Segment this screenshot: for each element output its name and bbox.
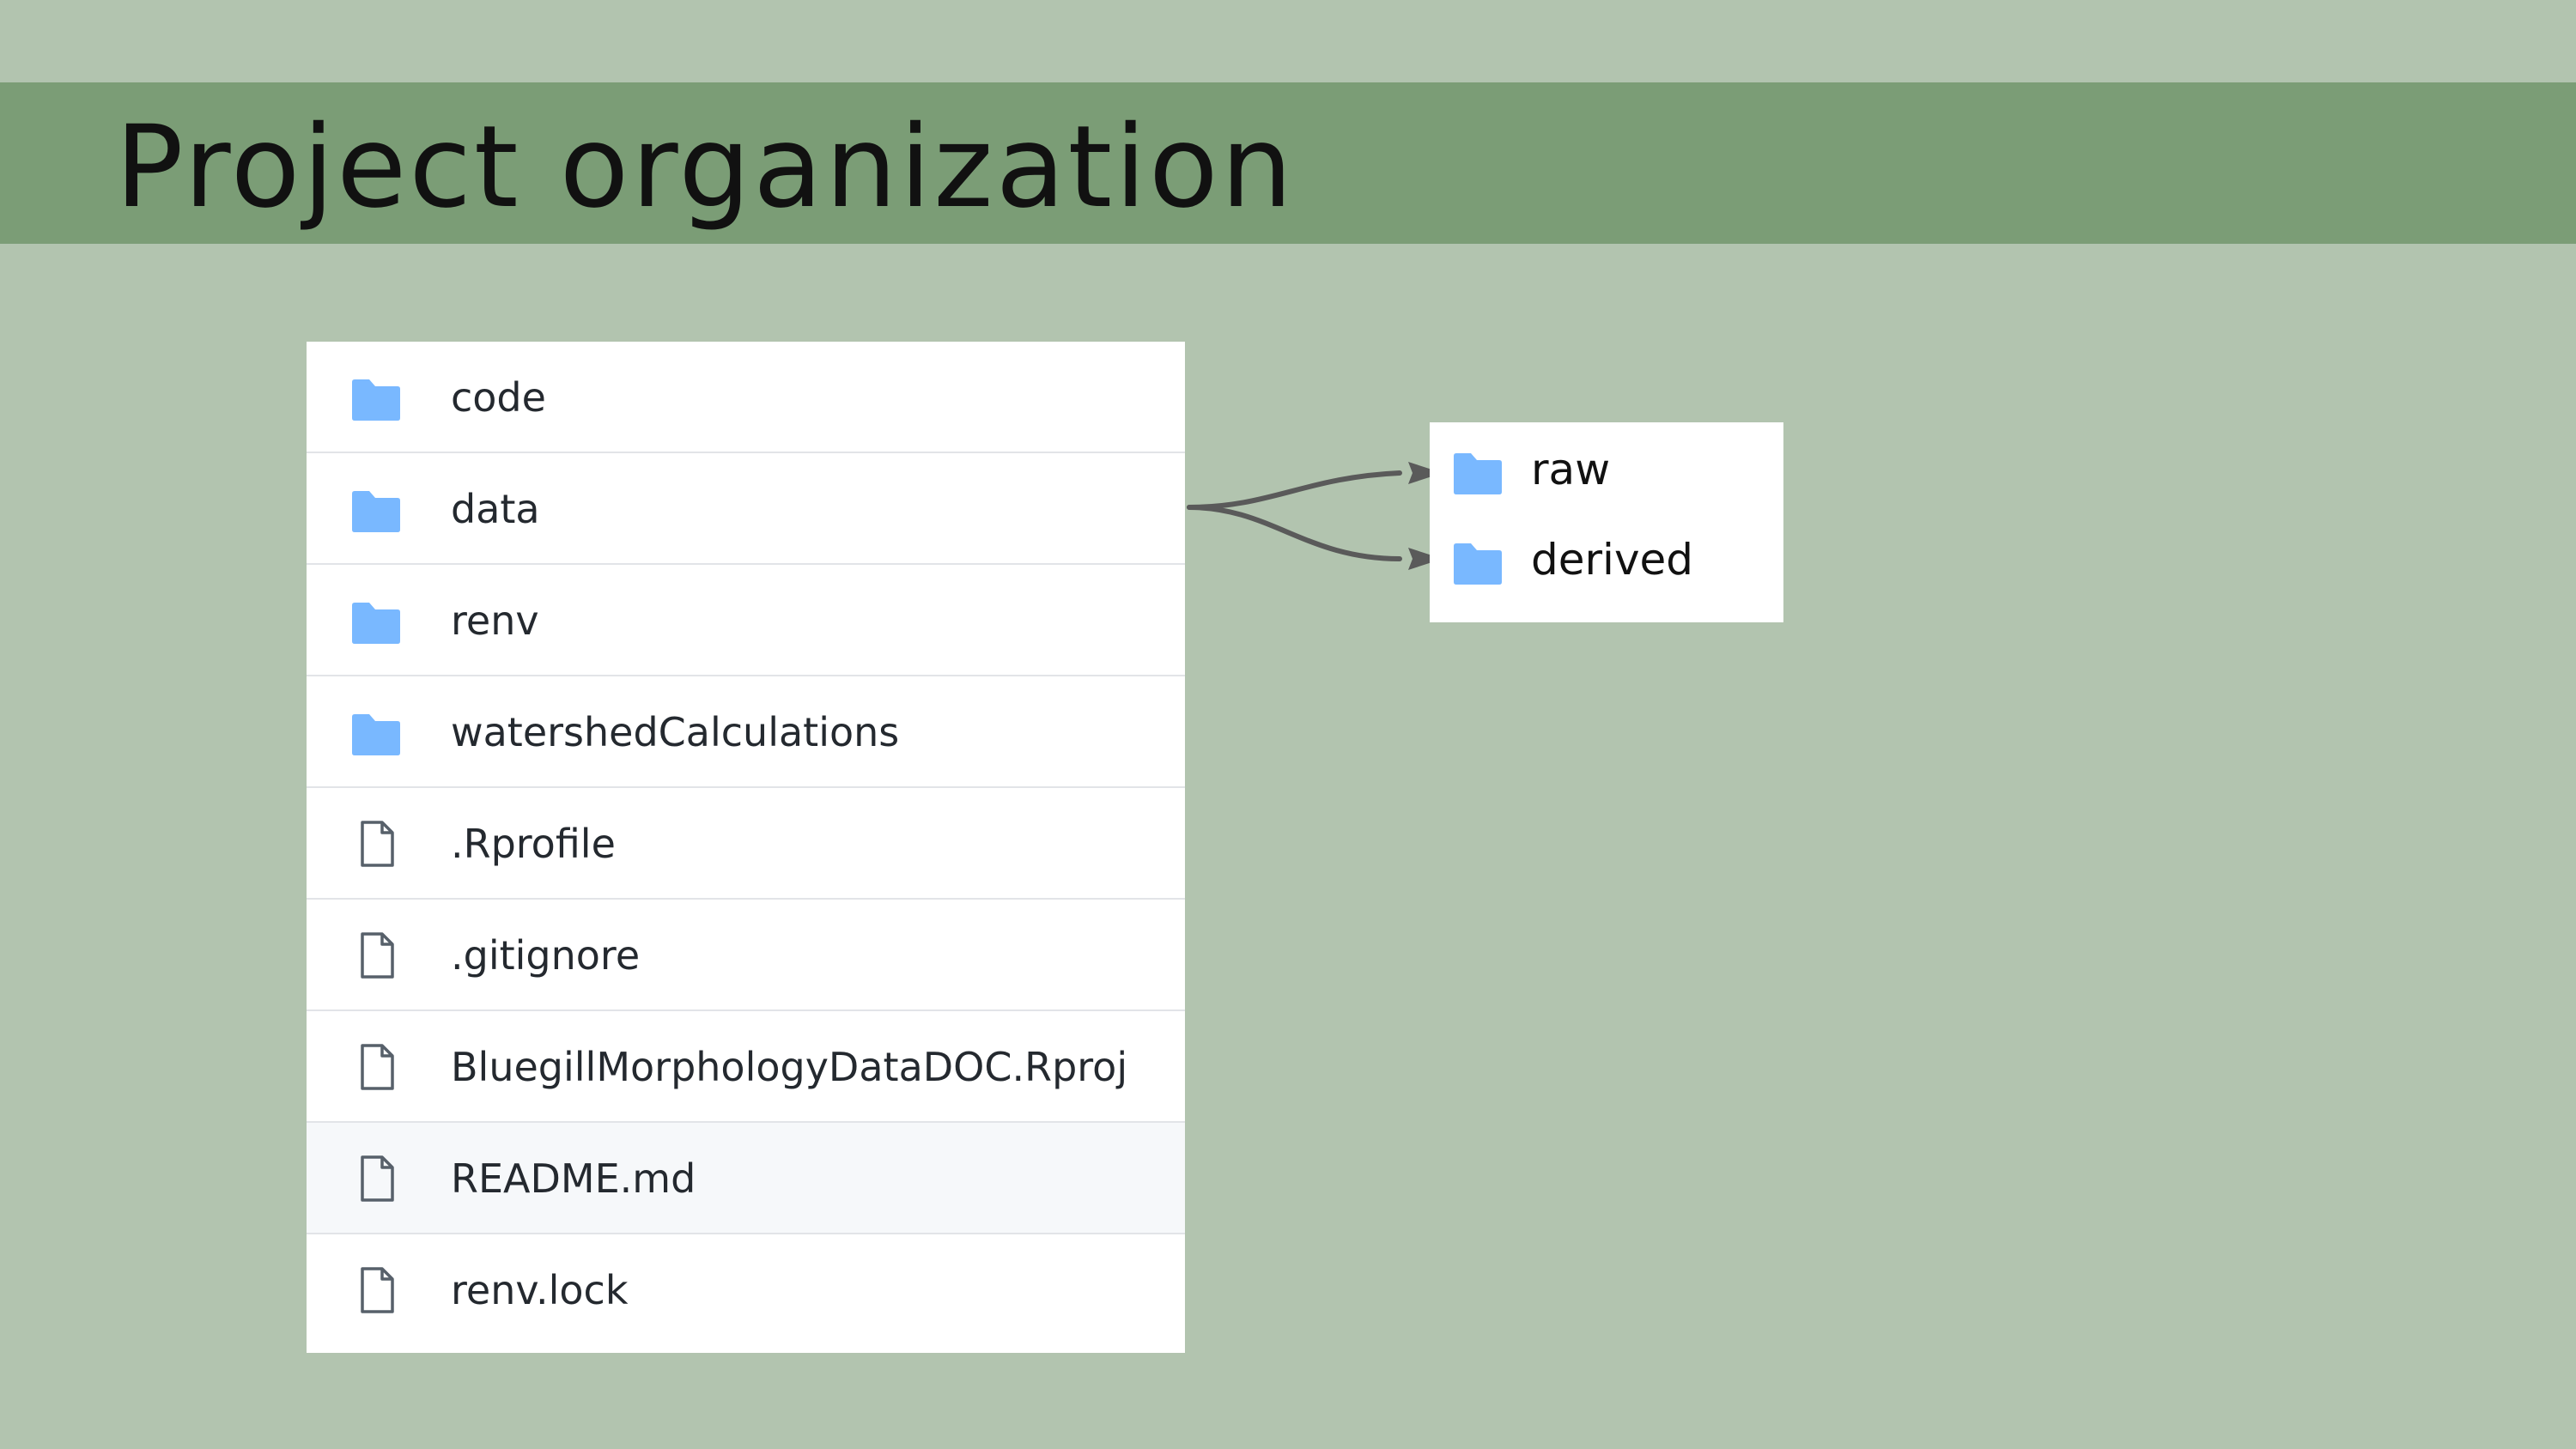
file-row-renv-lock[interactable]: renv.lock <box>307 1234 1185 1346</box>
file-icon <box>361 1267 394 1313</box>
file-name: renv <box>451 597 539 644</box>
folder-icon <box>1454 543 1502 585</box>
data-subfolder-panel: raw derived <box>1430 422 1783 622</box>
file-name: .Rprofile <box>451 821 616 867</box>
folder-icon <box>352 491 400 532</box>
file-row-code[interactable]: code <box>307 342 1185 453</box>
file-name: data <box>451 486 540 532</box>
subfolder-name: derived <box>1531 535 1694 585</box>
slide-title: Project organization <box>115 101 1296 233</box>
file-row-gitignore[interactable]: .gitignore <box>307 900 1185 1011</box>
file-row-data[interactable]: data <box>307 453 1185 565</box>
file-row-rprofile[interactable]: .Rprofile <box>307 788 1185 900</box>
folder-icon <box>352 714 400 755</box>
file-name: code <box>451 374 546 421</box>
file-icon <box>361 1155 394 1202</box>
subfolder-name: raw <box>1531 445 1611 494</box>
folder-icon <box>352 603 400 644</box>
title-band <box>0 82 2576 244</box>
file-row-rproj[interactable]: BluegillMorphologyDataDOC.Rproj <box>307 1011 1185 1123</box>
file-icon <box>361 932 394 979</box>
file-name: renv.lock <box>451 1267 629 1313</box>
arrow-to-derived <box>1187 505 1402 561</box>
repository-file-list: code data renv watershedCalculations .Rp… <box>307 342 1185 1353</box>
subfolder-row-derived[interactable]: derived <box>1430 517 1783 603</box>
file-icon <box>361 821 394 867</box>
file-row-watershedcalculations[interactable]: watershedCalculations <box>307 676 1185 788</box>
folder-icon <box>1454 453 1502 494</box>
subfolder-row-raw[interactable]: raw <box>1430 427 1783 512</box>
file-name: README.md <box>451 1155 696 1202</box>
file-row-renv[interactable]: renv <box>307 565 1185 676</box>
file-row-readme[interactable]: README.md <box>307 1123 1185 1234</box>
file-name: BluegillMorphologyDataDOC.Rproj <box>451 1044 1128 1090</box>
file-name: watershedCalculations <box>451 709 900 755</box>
file-icon <box>361 1044 394 1090</box>
arrow-to-raw <box>1187 470 1402 510</box>
file-name: .gitignore <box>451 932 641 979</box>
folder-icon <box>352 379 400 421</box>
